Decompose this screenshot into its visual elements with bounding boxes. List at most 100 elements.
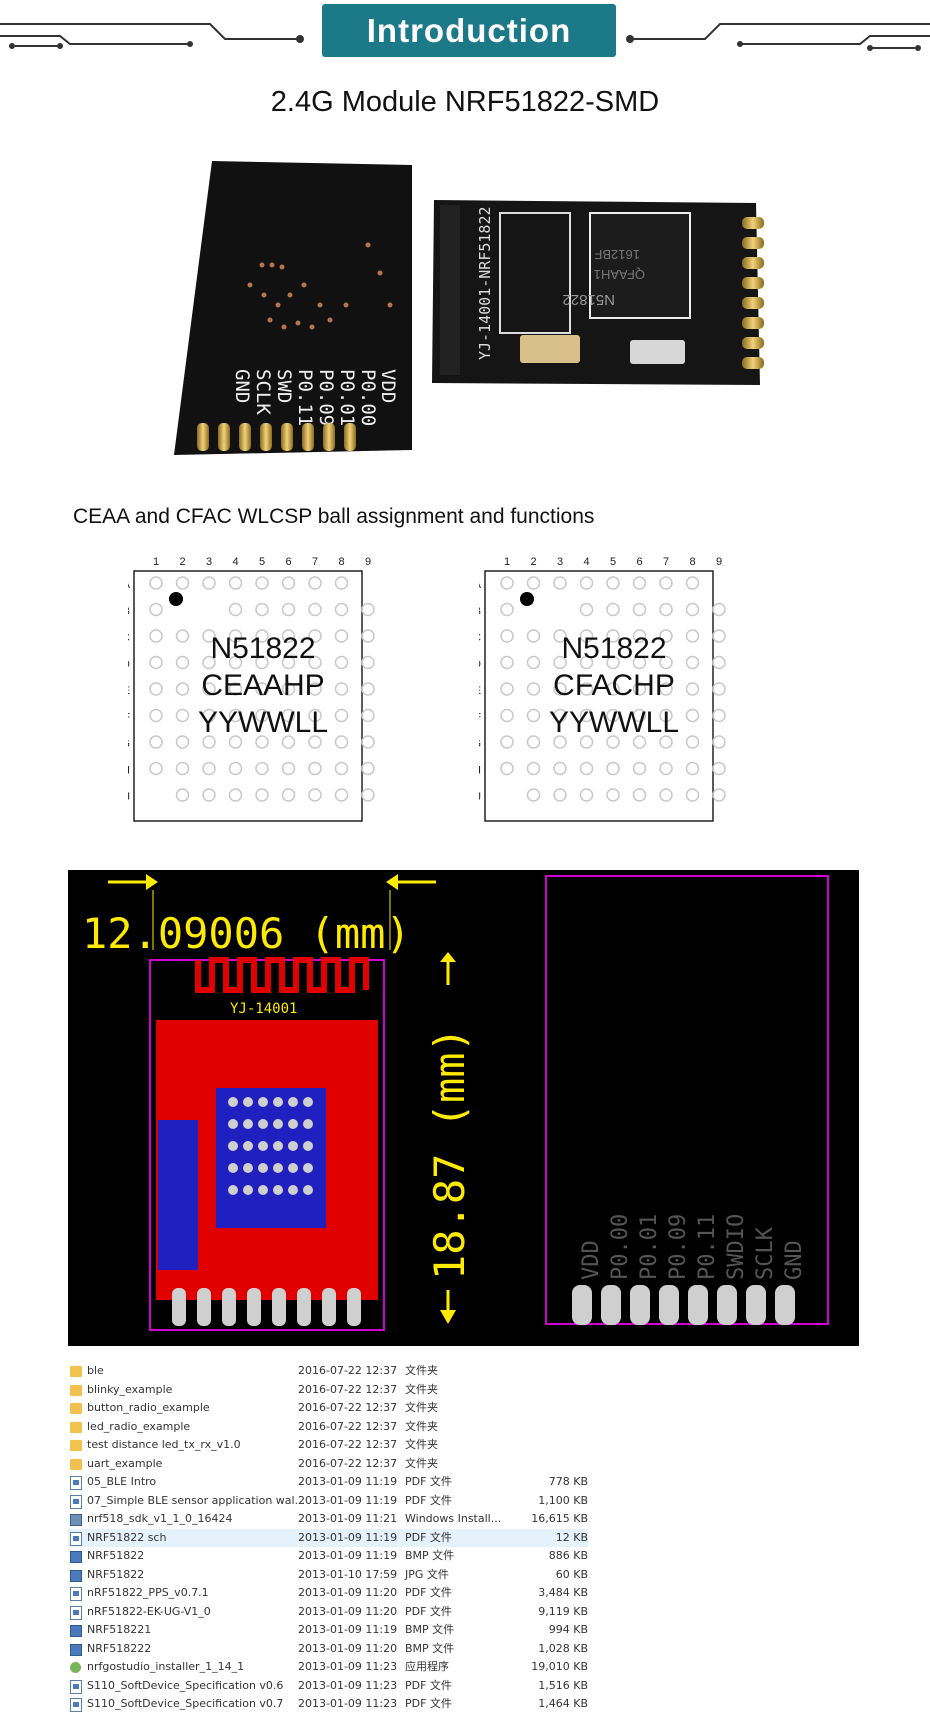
file-name: nrfgostudio_installer_1_14_1: [87, 1660, 245, 1673]
file-row[interactable]: nrfgostudio_installer_1_14_1 2013-01-09 1…: [68, 1658, 588, 1677]
file-date: 2013-01-09 11:19: [298, 1623, 398, 1636]
grid-col-label: 2: [530, 556, 536, 568]
grid-row-label: D: [128, 659, 130, 671]
ball-pad: [632, 655, 647, 670]
grid-row-label: F: [479, 712, 481, 724]
ball-pad: [255, 655, 269, 670]
ball-pad: [334, 682, 349, 696]
front-silkscreen: YJ-14001-NRF51822: [476, 206, 494, 360]
file-name: NRF51822: [87, 1567, 145, 1581]
grid-row-label: B: [479, 606, 481, 618]
ball-pad: [685, 788, 700, 802]
ball-pad: [632, 761, 647, 776]
file-type: BMP 文件: [405, 1641, 455, 1655]
ball-pad: [712, 655, 726, 670]
file-type: PDF 文件: [405, 1678, 452, 1692]
pcb-pin-label: GND: [782, 1240, 807, 1280]
file-name: led_radio_example: [87, 1419, 191, 1433]
file-name: uart_example: [87, 1456, 163, 1470]
package-outline: [133, 570, 363, 822]
ball-pad: [500, 655, 514, 670]
grid-row-label: D: [479, 659, 481, 671]
ball-pad: [606, 735, 620, 749]
file-size: 1,028 KB: [538, 1641, 588, 1655]
pdf-icon: [70, 1679, 82, 1694]
pcb-pin-label: SWDIO: [724, 1214, 749, 1280]
ball-pad: [334, 761, 349, 776]
pdf-icon: [70, 1605, 82, 1620]
grid-row-label: B: [128, 606, 130, 618]
module-title: 2.4G Module NRF51822-SMD: [270, 86, 660, 118]
file-name: nRF51822_PPS_v0.7.1: [87, 1586, 209, 1599]
grid-col-label: 8: [689, 556, 695, 568]
grid-row-label: C: [479, 632, 481, 644]
ball-pad: [685, 761, 700, 776]
ball-pad: [632, 629, 647, 643]
file-type: PDF 文件: [405, 1586, 452, 1599]
ball-pad: [500, 576, 514, 590]
file-date: 2013-01-09 11:23: [298, 1697, 398, 1710]
ball-pad: [553, 708, 567, 723]
pin1-marker-icon: [520, 592, 534, 606]
file-row[interactable]: 07_Simple BLE sensor application wal...2…: [68, 1492, 588, 1511]
folder-icon: [70, 1440, 82, 1451]
exe-icon: [70, 1662, 81, 1673]
package-diagram-cfac: 123456789ABCDEFGHJN51822CFACHPYYWWLL: [479, 556, 726, 822]
ball-pad: [579, 576, 594, 590]
ball-pad: [255, 761, 269, 776]
chip-marking: 1612BF: [594, 247, 640, 262]
ball-pad: [255, 708, 269, 723]
ball-pad: [281, 708, 296, 723]
file-date: 2013-01-09 11:19: [298, 1493, 398, 1507]
ball-pad: [308, 761, 322, 776]
ball-pad: [553, 761, 567, 776]
ball-pad: [361, 708, 375, 723]
ball-pad: [712, 761, 726, 776]
ball-pad: [202, 682, 216, 696]
file-type: 文件夹: [405, 1401, 438, 1414]
grid-col-label: 5: [610, 556, 616, 568]
file-date: 2013-01-09 11:23: [298, 1660, 398, 1673]
module-front-board: YJ-14001-NRF51822 N51822 QFAAH1 1612BF: [432, 200, 764, 385]
back-pin-label: SCLK: [252, 369, 274, 415]
file-type: BMP 文件: [405, 1549, 455, 1562]
file-name: NRF518222: [87, 1641, 152, 1655]
grid-col-label: 3: [557, 556, 563, 568]
ball-pad: [334, 655, 349, 670]
folder-icon: [70, 1458, 82, 1470]
pdf-icon: [70, 1476, 82, 1490]
grid-col-label: 3: [206, 556, 212, 568]
ball-pad: [606, 576, 620, 590]
ball-pad: [228, 761, 243, 776]
file-type: Windows Install...: [405, 1512, 502, 1525]
ball-pad: [632, 682, 647, 696]
file-size: 778 KB: [548, 1475, 588, 1488]
ball-pad: [579, 655, 594, 670]
ball-pad: [606, 761, 620, 776]
ball-pad: [175, 576, 190, 590]
ball-pad: [526, 576, 541, 590]
ball-pad: [712, 788, 726, 802]
file-type: PDF 文件: [405, 1604, 452, 1618]
file-size: 16,615 KB: [531, 1512, 588, 1525]
ball-pad: [334, 708, 349, 723]
grid-row-label: H: [128, 765, 130, 777]
grid-col-label: 5: [259, 556, 265, 568]
